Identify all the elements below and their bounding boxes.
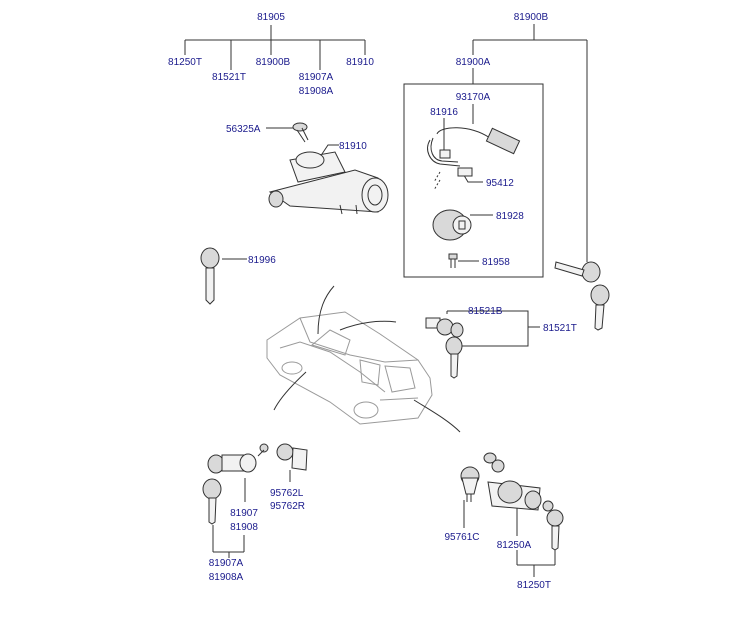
ignition-assembly-box: [403, 83, 544, 278]
label-81910-mid: 81910: [339, 141, 367, 152]
screw-part-81958: [448, 253, 458, 268]
label-93170A: 93170A: [456, 92, 491, 103]
door-lock-assy-part: [202, 443, 269, 525]
label-81900A: 81900A: [456, 57, 491, 68]
steering-lock-body-part: [268, 151, 389, 215]
label-81521T-top: 81521T: [212, 72, 246, 83]
tailgate-lock-part: [460, 452, 564, 551]
label-81900B-right: 81900B: [514, 12, 549, 23]
label-95761C: 95761C: [444, 532, 479, 543]
ignition-harness-part: [427, 127, 521, 191]
label-81996: 81996: [248, 255, 276, 266]
keys-part-81900B: [554, 261, 610, 331]
label-81900B-top: 81900B: [256, 57, 291, 68]
label-95412: 95412: [486, 178, 514, 189]
screw-part-56325A: [292, 122, 309, 143]
label-81907A-bot: 81907A: [209, 558, 244, 569]
location-arrows: [273, 285, 461, 433]
part-number-labels: 81905 81250T 81521T 81900B 81907A 81908A…: [168, 12, 577, 591]
label-81905: 81905: [257, 12, 285, 23]
cap-part-95762: [276, 443, 308, 471]
label-81928: 81928: [496, 211, 524, 222]
label-56325A: 56325A: [226, 124, 261, 135]
label-81916: 81916: [430, 107, 458, 118]
label-81250T-top: 81250T: [168, 57, 202, 68]
label-81908A-bot: 81908A: [209, 572, 244, 583]
label-81521T-mid: 81521T: [543, 323, 577, 334]
vehicle-outline: [266, 311, 433, 425]
label-81521B: 81521B: [468, 306, 503, 317]
label-81908A-top: 81908A: [299, 86, 334, 97]
label-81250T-bot: 81250T: [517, 580, 551, 591]
label-95762L: 95762L: [270, 488, 304, 499]
label-81958: 81958: [482, 257, 510, 268]
label-81907A-top: 81907A: [299, 72, 334, 83]
label-81910-top: 81910: [346, 57, 374, 68]
leader-lines: [184, 24, 588, 577]
key-part-81996: [200, 247, 220, 305]
label-81908: 81908: [230, 522, 258, 533]
key-switch-part: [432, 209, 472, 241]
label-81907: 81907: [230, 508, 258, 519]
label-95762R: 95762R: [270, 501, 305, 512]
door-lock-cylinder-part: [425, 317, 464, 379]
label-81250A: 81250A: [497, 540, 532, 551]
